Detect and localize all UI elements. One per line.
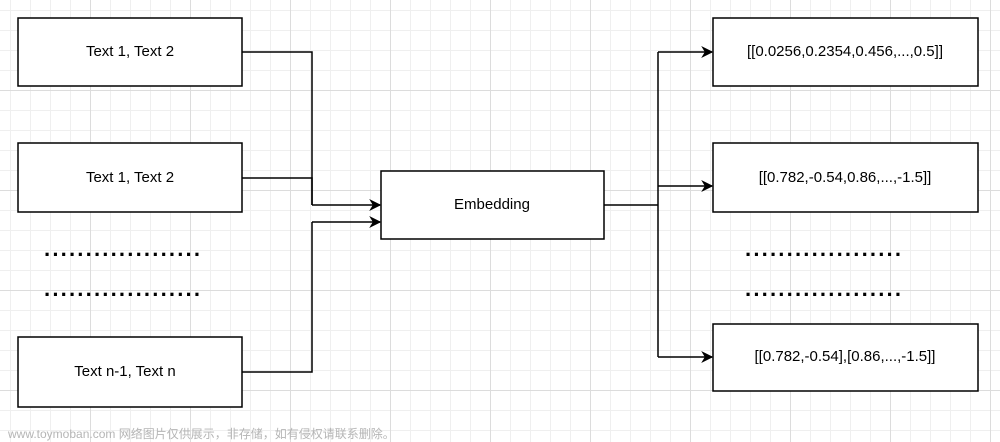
input-ellipsis-2: ··················· <box>44 282 202 307</box>
input-node-1-label: Text 1, Text 2 <box>86 43 174 60</box>
input-node-1: Text 1, Text 2 <box>17 17 243 87</box>
input-node-2-label: Text 1, Text 2 <box>86 169 174 186</box>
output-ellipsis-1: ··················· <box>745 242 903 267</box>
input-ellipsis-1: ··················· <box>44 242 202 267</box>
output-node-3: [[0.782,-0.54],[0.86,...,-1.5]] <box>712 323 979 392</box>
watermark-text: www.toymoban.com 网络图片仅供展示，非存储，如有侵权请联系删除。 <box>8 427 395 441</box>
output-node-1-label: [[0.0256,0.2354,0.456,...,0.5]] <box>747 43 943 60</box>
embedding-node: Embedding <box>380 170 605 240</box>
output-node-1: [[0.0256,0.2354,0.456,...,0.5]] <box>712 17 979 87</box>
edge-input-3 <box>242 222 313 373</box>
embedding-node-label: Embedding <box>454 196 530 213</box>
output-ellipsis-2: ··················· <box>745 282 903 307</box>
output-node-3-label: [[0.782,-0.54],[0.86,...,-1.5]] <box>755 348 936 365</box>
input-node-2: Text 1, Text 2 <box>17 142 243 213</box>
edge-input-2 <box>242 177 313 205</box>
input-node-3-label: Text n-1, Text n <box>74 363 175 380</box>
output-node-2-label: [[0.782,-0.54,0.86,...,-1.5]] <box>759 169 932 186</box>
edge-input-1 <box>242 51 313 205</box>
output-node-2: [[0.782,-0.54,0.86,...,-1.5]] <box>712 142 979 213</box>
input-node-3: Text n-1, Text n <box>17 336 243 408</box>
